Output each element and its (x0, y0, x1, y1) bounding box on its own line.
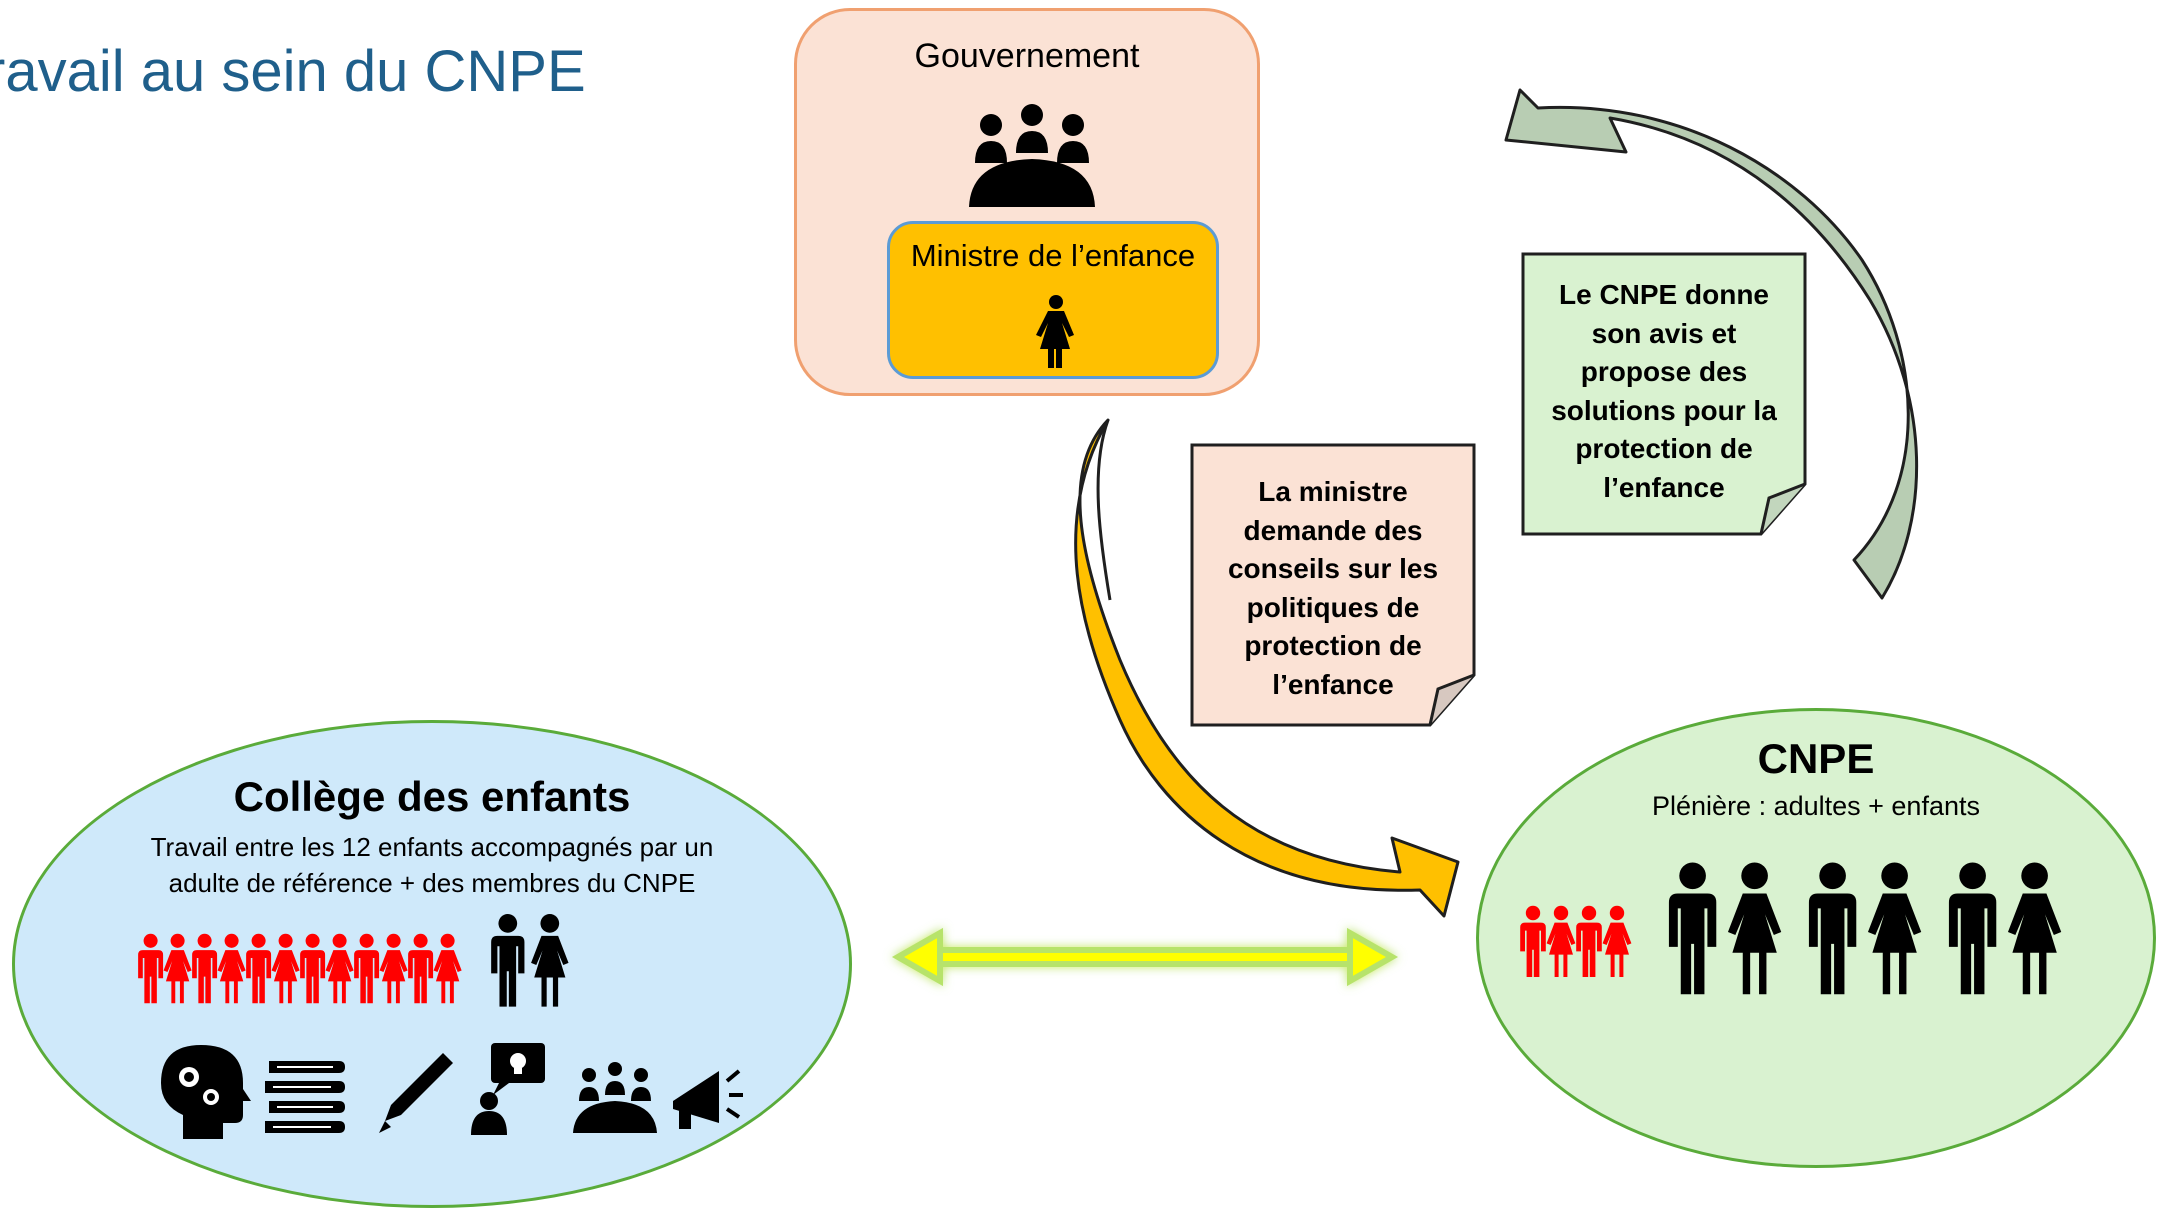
meeting-group-icon (573, 1062, 657, 1133)
college-activity-icons (161, 1043, 743, 1139)
child-figure (300, 933, 326, 1004)
college-ellipse: Collège des enfants Travail entre les 12… (12, 720, 852, 1208)
minister-box: Ministre de l’enfance (887, 221, 1219, 379)
child-figure (433, 933, 462, 1004)
note-line: l’enfance (1272, 668, 1394, 700)
child-figure (271, 933, 300, 1004)
child-figure (192, 933, 218, 1004)
child-figure (1546, 905, 1576, 977)
cnpe-advice-note: Le CNPE donne son avis et propose des so… (1521, 252, 1807, 536)
child-figure (138, 933, 164, 1004)
link-double-arrow (891, 927, 1399, 987)
note-line: solutions pour la (1551, 394, 1777, 426)
minister-title: Ministre de l’enfance (910, 238, 1196, 273)
brain-gears-icon (161, 1045, 251, 1139)
adult-figure (1867, 862, 1922, 995)
advice-arrow (1504, 88, 1919, 600)
child-figure (1602, 905, 1632, 977)
cnpe-subtitle: Plénière : adultes + enfants (1652, 791, 1980, 821)
child-figure (325, 933, 354, 1004)
note-line: politiques de (1246, 591, 1420, 623)
megaphone-icon (673, 1069, 743, 1129)
adult-figure (1948, 862, 1997, 995)
government-title: Gouvernement (914, 37, 1140, 75)
college-people (138, 914, 569, 1007)
cnpe-ellipse: CNPE Plénière : adultes + enfants (1476, 708, 2156, 1168)
child-figure (246, 933, 272, 1004)
child-figure (354, 933, 380, 1004)
government-box: Gouvernement Ministre de l’enfance (794, 8, 1260, 396)
college-description-line: Travail entre les 12 enfants accompagnés… (150, 832, 714, 862)
child-figure (163, 933, 192, 1004)
note-line: La ministre (1258, 476, 1408, 507)
college-description: Travail entre les 12 enfants accompagnés… (115, 829, 749, 901)
meeting-group-icon (969, 104, 1095, 207)
cnpe-people (1520, 862, 2062, 995)
note-line: protection de (1244, 630, 1422, 661)
note-line: propose des (1580, 356, 1748, 387)
idea-speaker-icon (471, 1043, 545, 1135)
adult-figure (2007, 862, 2062, 995)
adult-figure (531, 914, 569, 1007)
child-figure (408, 933, 434, 1004)
minister-request-note: La ministre demande des conseils sur les… (1190, 443, 1476, 727)
adult-figure (1668, 862, 1717, 995)
pen-icon (379, 1053, 453, 1133)
child-figure (1576, 905, 1602, 977)
request-arrow (1074, 418, 1460, 918)
child-figure (379, 933, 408, 1004)
cnpe-title: CNPE (1757, 735, 1875, 782)
college-description-line: adulte de référence + des membres du CNP… (168, 868, 696, 898)
adult-figure (1727, 862, 1782, 995)
page-title: ravail au sein du CNPE (0, 39, 586, 104)
books-icon (265, 1061, 345, 1133)
note-line: demande des (1243, 514, 1423, 546)
adult-figure (1808, 862, 1857, 995)
woman-icon (1036, 295, 1074, 368)
note-line: l’enfance (1603, 471, 1725, 503)
note-line: Le CNPE donne (1558, 279, 1769, 310)
child-figure (217, 933, 246, 1004)
child-figure (1520, 905, 1546, 977)
adult-figure (491, 914, 525, 1007)
note-line: son avis et (1591, 317, 1737, 349)
college-title: Collège des enfants (233, 773, 631, 820)
note-line: conseils sur les (1227, 553, 1439, 584)
note-line: protection de (1575, 433, 1753, 464)
